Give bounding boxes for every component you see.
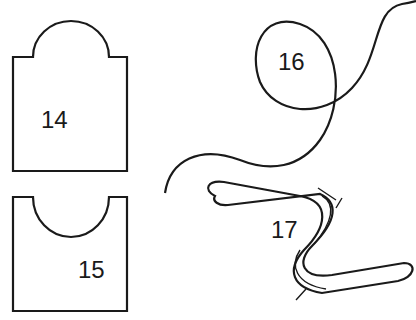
callout-number: 16	[278, 48, 305, 76]
callout-number: 14	[41, 106, 68, 134]
looped-cord	[165, 1, 416, 193]
folded-band-strand	[295, 188, 342, 300]
bump-plate: 14	[12, 20, 128, 172]
plate-outline-path	[13, 197, 127, 311]
plate-outline-path	[13, 21, 127, 171]
plate-outline	[12, 196, 128, 312]
callout-number: 17	[271, 216, 298, 244]
plate-outline	[12, 20, 128, 172]
callout-number: 15	[78, 256, 105, 284]
notched-plate: 15	[12, 196, 128, 312]
folded-band	[208, 182, 412, 293]
